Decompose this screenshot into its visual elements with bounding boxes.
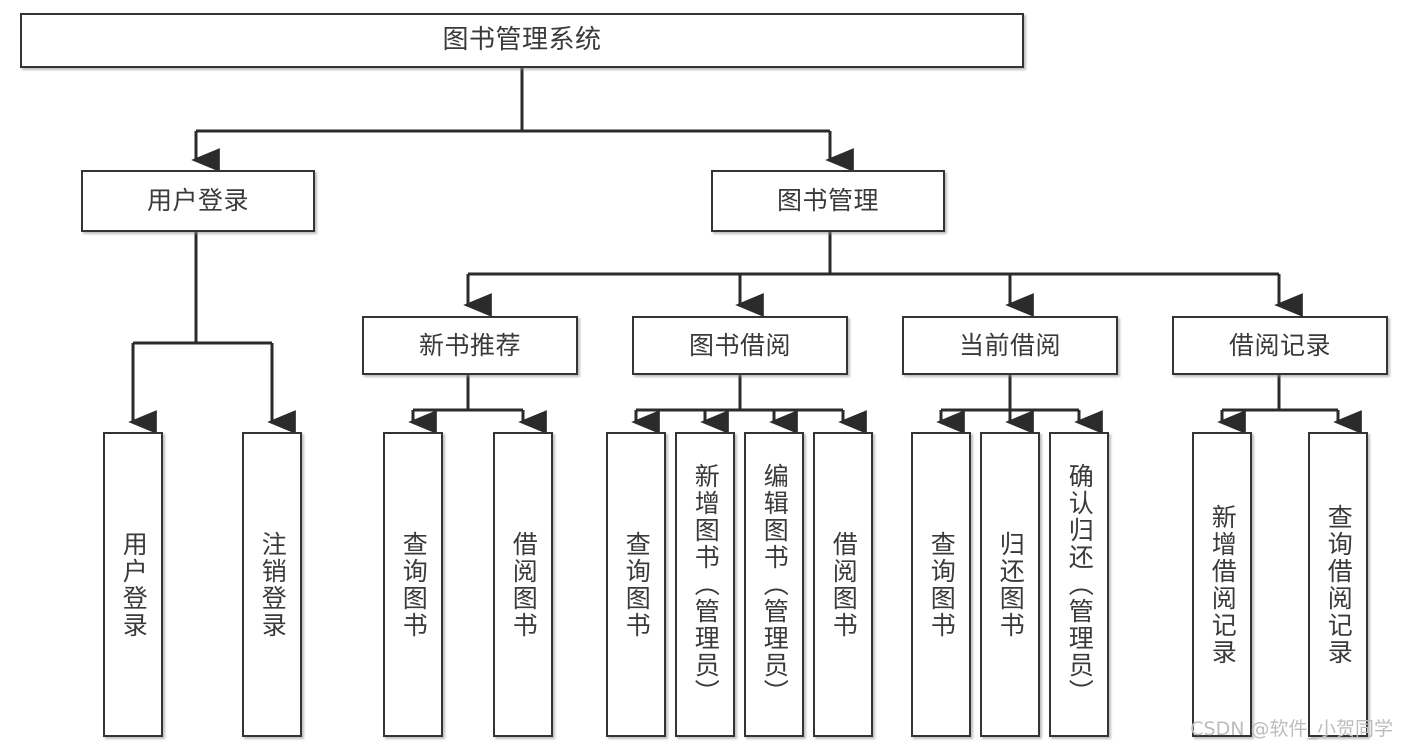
- node-leaf-edit-book-label: 编辑图书（管理员）: [760, 463, 790, 706]
- node-leaf-query-record[interactable]: 查询借阅记录: [1308, 432, 1368, 737]
- node-leaf-logout-label: 注销登录: [258, 530, 288, 639]
- node-leaf-query-book-1-label: 查询图书: [399, 530, 429, 639]
- node-new-book-rec[interactable]: 新书推荐: [362, 316, 578, 375]
- node-leaf-user-login-label: 用户登录: [119, 530, 149, 639]
- node-leaf-query-book-1[interactable]: 查询图书: [383, 432, 443, 737]
- node-leaf-borrow-book-2-label: 借阅图书: [829, 530, 859, 639]
- node-root[interactable]: 图书管理系统: [20, 13, 1024, 68]
- node-leaf-edit-book[interactable]: 编辑图书（管理员）: [744, 432, 804, 737]
- node-current-borrow-label: 当前借阅: [958, 330, 1061, 360]
- node-leaf-borrow-book-1-label: 借阅图书: [509, 530, 539, 639]
- node-leaf-confirm-return-label: 确认归还（管理员）: [1065, 463, 1095, 706]
- node-leaf-add-record-label: 新增借阅记录: [1208, 503, 1238, 666]
- csdn-watermark: CSDN @软件_小贺同学: [1190, 718, 1393, 740]
- node-leaf-logout[interactable]: 注销登录: [242, 432, 302, 737]
- node-book-manage-label: 图书管理: [776, 186, 879, 216]
- node-borrow-record[interactable]: 借阅记录: [1172, 316, 1388, 375]
- node-book-borrow[interactable]: 图书借阅: [632, 316, 848, 375]
- node-book-borrow-label: 图书借阅: [688, 330, 791, 360]
- node-borrow-record-label: 借阅记录: [1228, 330, 1331, 360]
- node-leaf-query-book-2-label: 查询图书: [622, 530, 652, 639]
- node-current-borrow[interactable]: 当前借阅: [902, 316, 1118, 375]
- node-leaf-user-login[interactable]: 用户登录: [103, 432, 163, 737]
- node-user-login-label: 用户登录: [146, 186, 249, 216]
- node-leaf-query-book-3[interactable]: 查询图书: [911, 432, 971, 737]
- node-leaf-return-book[interactable]: 归还图书: [980, 432, 1040, 737]
- node-user-login[interactable]: 用户登录: [81, 170, 315, 232]
- node-book-manage[interactable]: 图书管理: [711, 170, 945, 232]
- node-leaf-add-book-label: 新增图书（管理员）: [691, 463, 721, 706]
- node-leaf-confirm-return[interactable]: 确认归还（管理员）: [1049, 432, 1109, 737]
- node-leaf-query-book-3-label: 查询图书: [927, 530, 957, 639]
- node-leaf-borrow-book-1[interactable]: 借阅图书: [493, 432, 553, 737]
- node-leaf-add-book[interactable]: 新增图书（管理员）: [675, 432, 735, 737]
- node-new-book-rec-label: 新书推荐: [418, 330, 521, 360]
- node-root-label: 图书管理系统: [442, 25, 602, 56]
- node-leaf-query-book-2[interactable]: 查询图书: [606, 432, 666, 737]
- node-leaf-query-record-label: 查询借阅记录: [1324, 503, 1354, 666]
- node-leaf-return-book-label: 归还图书: [996, 530, 1026, 639]
- node-leaf-add-record[interactable]: 新增借阅记录: [1192, 432, 1252, 737]
- node-leaf-borrow-book-2[interactable]: 借阅图书: [813, 432, 873, 737]
